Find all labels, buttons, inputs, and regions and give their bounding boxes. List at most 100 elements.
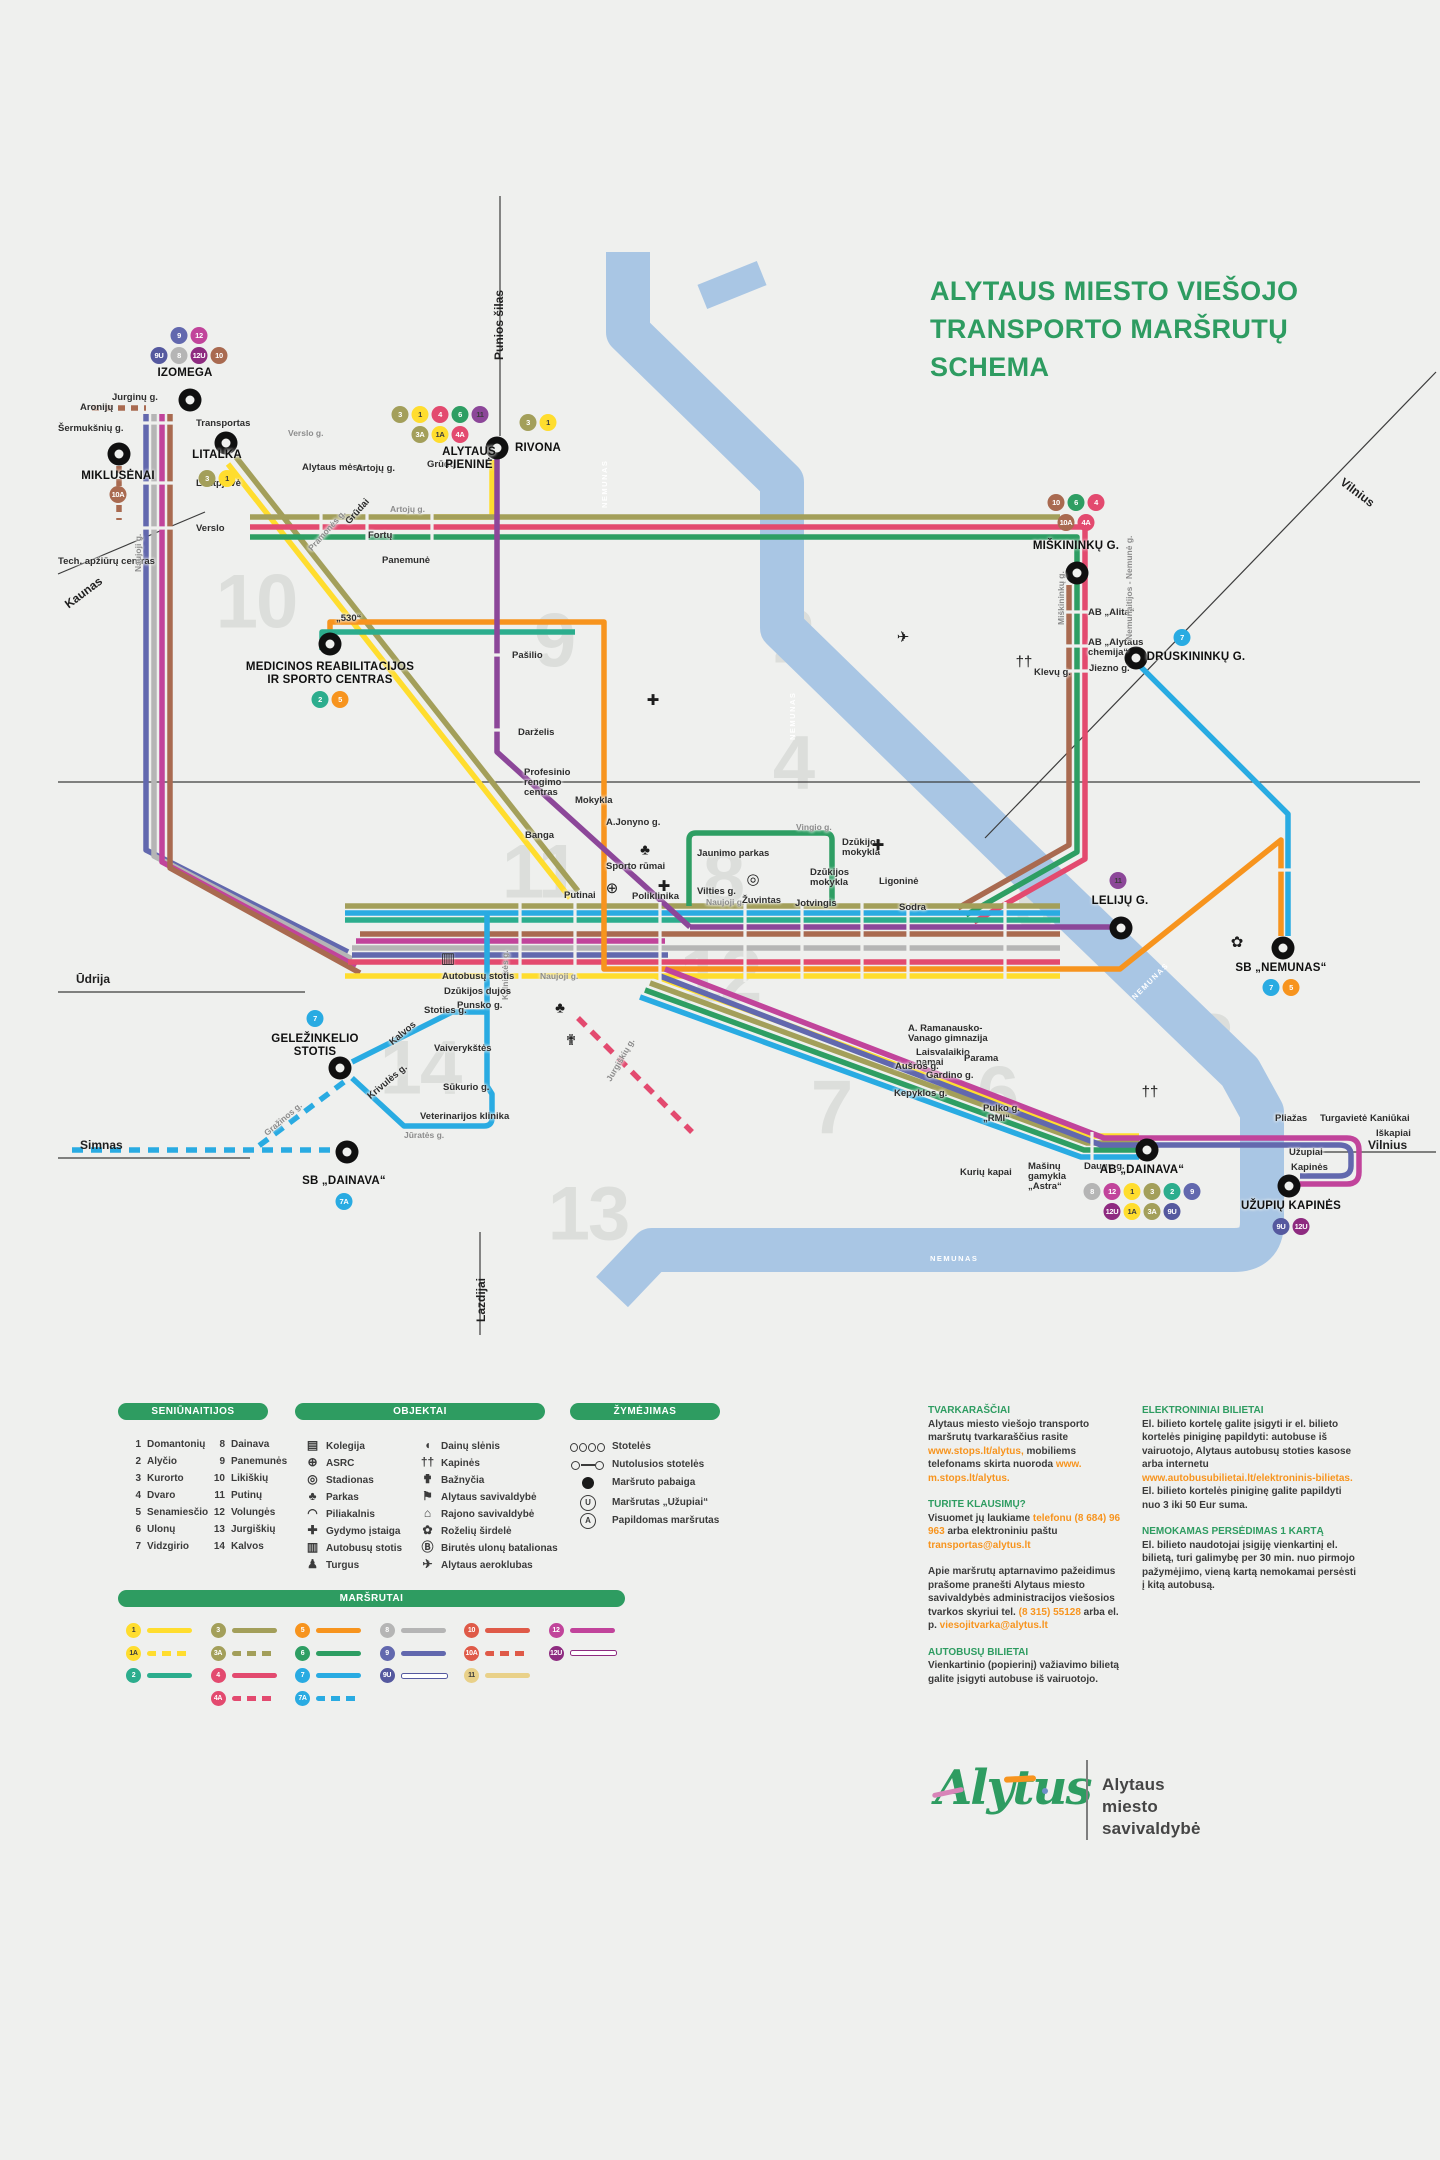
terminal-label: RIVONA xyxy=(515,442,561,454)
route-badge-4A: 4A xyxy=(210,1690,226,1706)
route-badge-9U: 9U xyxy=(1272,1218,1290,1235)
terminal-label: UŽUPIŲ KAPINĖS xyxy=(1241,1200,1341,1212)
stop-label: Lentpjūvė xyxy=(196,478,241,489)
terminal-label: LELIJŲ G. xyxy=(1091,895,1149,907)
object-list-item: ⊕ASRC xyxy=(303,1456,354,1470)
info-paragraph: El. bilieto kortelę galite įsigyti ir el… xyxy=(1142,1418,1360,1513)
route-line-sample-1A xyxy=(147,1650,192,1656)
route-badge-10A: 10A xyxy=(109,486,127,503)
route-badge-2: 2 xyxy=(1163,1183,1181,1200)
stop-label: Kepyklos g. xyxy=(894,1088,948,1099)
info-text: arba elektroniniu paštu xyxy=(944,1526,1058,1537)
remote-icon xyxy=(570,1460,606,1470)
stop-label: Jotvingis xyxy=(795,898,837,909)
info-paragraph: Vienkartinio (popierinį) važiavimo bilie… xyxy=(928,1659,1128,1686)
route-badge-9U: 9U xyxy=(1163,1203,1181,1220)
route-badge-3: 3 xyxy=(391,406,409,423)
stop-circle xyxy=(597,1442,605,1452)
object-list-item: ✟Bažnyčia xyxy=(418,1473,484,1487)
edge-label: Kaunas xyxy=(62,573,106,612)
info-link-text: viesojitvarka@alytus.lt xyxy=(939,1620,1048,1631)
song-valley-icon: ◖ xyxy=(423,1438,432,1452)
route-badge-11: 11 xyxy=(471,406,489,423)
stop-label: Transportas xyxy=(196,418,251,429)
route-legend-row-9: 9 xyxy=(379,1645,446,1661)
route-line-sample-7 xyxy=(316,1673,361,1678)
route-badge-3A: 3A xyxy=(210,1645,226,1661)
mound-icon: ◠ xyxy=(307,1506,318,1520)
stop-label: „530“ xyxy=(336,613,362,624)
district-number-13: 13 xyxy=(547,1171,631,1257)
info-text: Alytaus miesto viešojo transporto maršru… xyxy=(928,1418,1090,1444)
map-object-icon: ✚ xyxy=(657,878,671,895)
route-badge-1: 1 xyxy=(539,414,557,431)
route-line-sample-4A xyxy=(231,1695,277,1701)
stop-label: Jiezno g. xyxy=(1089,663,1130,674)
route-legend-row-7: 7 xyxy=(295,1668,361,1683)
terminal-label: AB „DAINAVA“ xyxy=(1099,1164,1185,1176)
edge-label: Simnas xyxy=(80,1138,123,1152)
stop-label: Nemunaitijos - Nemunė g. xyxy=(1124,535,1134,640)
legend-symbols-title: ŽYMĖJIMAS xyxy=(570,1403,720,1420)
edge-label: Ūdrija xyxy=(76,972,111,986)
terminal-label: MEDICINOS REABILITACIJOS xyxy=(245,661,415,673)
river-label: NEMUNAS xyxy=(600,459,609,508)
info-text: Apie maršrutų aptarnavimo pažeidimus pra… xyxy=(928,1566,1116,1618)
route-line-sample-11 xyxy=(485,1673,530,1678)
stop-label: Tech. apžiūrų centras xyxy=(58,556,155,567)
info-heading: TVARKARAŠČIAI xyxy=(928,1405,1011,1416)
stop-label: Jūratės g. xyxy=(404,1130,445,1140)
route-badge-10: 10 xyxy=(464,1623,479,1638)
route-badge-8: 8 xyxy=(1083,1183,1101,1200)
info-link-text: transportas@alytus.lt xyxy=(928,1539,1031,1551)
stops-icon xyxy=(570,1442,606,1452)
district-number-4: 4 xyxy=(772,720,815,806)
terminal-label: SB „DAINAVA“ xyxy=(302,1175,386,1187)
map-object-icon: ◎ xyxy=(746,871,760,888)
route-line-sample-9 xyxy=(400,1650,446,1656)
route-network xyxy=(57,196,1437,1335)
info-text: mobiliems telefonams skirta nuoroda xyxy=(928,1445,1077,1471)
stop-label: Aušros g. xyxy=(895,1061,939,1072)
stop-circle xyxy=(595,1460,604,1470)
district-number-10: 10 xyxy=(215,559,299,645)
terminal-label: PIENINĖ xyxy=(445,459,493,471)
route-legend-row-10A: 10A xyxy=(464,1645,530,1661)
terminal-badge-row: 7A xyxy=(335,1193,353,1210)
route-badge-9: 9 xyxy=(170,327,188,344)
letter-badge: U xyxy=(580,1495,596,1511)
route-line-sample-4 xyxy=(231,1673,277,1678)
route-badge-10A: 10A xyxy=(1057,514,1075,531)
edge-label: Vilnius xyxy=(1368,1138,1408,1152)
stop-label: Ligoninė xyxy=(879,876,919,887)
object-list-item: ††Kapinės xyxy=(418,1456,480,1470)
terminal-label: LITALKA xyxy=(192,449,242,461)
route-badge-12U: 12U xyxy=(548,1645,564,1661)
stop-label: Punsko g. xyxy=(457,1000,503,1011)
route-badge-9U: 9U xyxy=(379,1668,395,1683)
route-badge-12U: 12U xyxy=(1103,1203,1121,1220)
route-badge-5: 5 xyxy=(331,691,349,708)
route-badge-9U: 9U xyxy=(150,347,168,364)
route-end-dot xyxy=(582,1477,594,1489)
info-text: El. bilieto naudotojai įsigiję vienkarti… xyxy=(1142,1539,1356,1592)
stop-label: Grūdai xyxy=(343,496,372,527)
stop-label: Autobusų stotis xyxy=(442,971,515,982)
route-badge-12U: 12U xyxy=(1292,1218,1310,1235)
route-badge-3: 3 xyxy=(198,470,216,487)
route-badge-7: 7 xyxy=(1173,629,1191,646)
